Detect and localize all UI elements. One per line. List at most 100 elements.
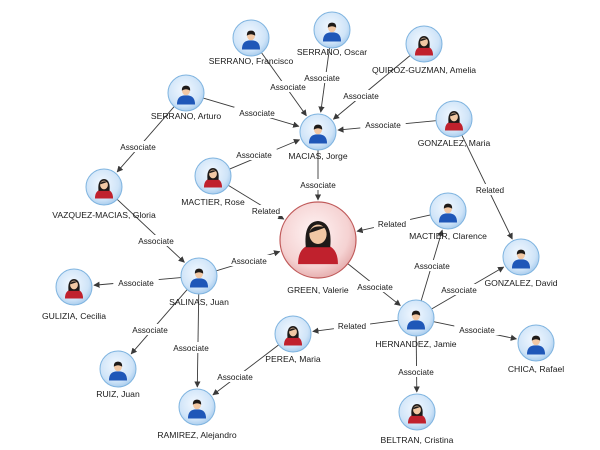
edge-perea-maria-to-ramirez-alejandro (212, 344, 279, 396)
edge-label-salinas-juan-to-ramirez-alejandro: Associate (168, 342, 214, 353)
person-hair (327, 22, 337, 28)
edge-label-text: Related (476, 186, 505, 195)
node-chica-rafael[interactable]: CHICA, Rafael (508, 324, 564, 374)
node-hernandez-jamie[interactable]: HERNANDEZ, Jamie (375, 299, 457, 349)
edge-label-text: Associate (441, 286, 477, 295)
edge-label-text: Associate (236, 151, 272, 160)
person-body (64, 289, 84, 299)
node-gulizia-cecilia[interactable]: GULIZIA, Cecilia (42, 268, 106, 321)
node-macias-jorge[interactable]: MACIAS, Jorge (288, 113, 348, 161)
edge-label-hernandez-jamie-to-beltran-cristina: Associate (393, 366, 439, 377)
edge-label-gonzalez-maria-to-gonzalez-david: Related (471, 184, 509, 195)
node-label-chica-rafael: CHICA, Rafael (508, 364, 564, 374)
edge-label-text: Associate (118, 279, 154, 288)
node-label-ramirez-alejandro: RAMIREZ, Alejandro (157, 430, 237, 440)
node-label-serrano-arturo: SERRANO, Arturo (151, 111, 221, 121)
edge-salinas-juan-to-ruiz-juan (130, 289, 188, 355)
node-label-beltran-cristina: BELTRAN, Cristina (381, 435, 454, 445)
edge-label-green-valerie-to-hernandez-jamie: Associate (352, 281, 398, 292)
node-mactier-clarence[interactable]: MACTIER, Clarence (409, 192, 487, 241)
edge-label-serrano-oscar-to-macias-jorge: Associate (299, 72, 345, 83)
edge-label-salinas-juan-to-ruiz-juan: Associate (127, 324, 173, 335)
edge-label-hernandez-jamie-to-gonzalez-david: Associate (436, 284, 482, 295)
node-label-salinas-juan: SALINAS, Juan (169, 297, 229, 307)
edge-label-hernandez-jamie-to-mactier-clarence: Associate (409, 260, 455, 271)
node-gonzalez-maria[interactable]: GONZALEZ, Maria (418, 100, 491, 148)
edge-quiroz-guzman-amelia-to-macias-jorge (332, 55, 411, 120)
edge-label-text: Associate (304, 74, 340, 83)
node-label-green-valerie: GREEN, Valerie (287, 285, 349, 295)
edge-label-gonzalez-maria-to-macias-jorge: Associate (360, 119, 406, 130)
person-body (189, 278, 209, 288)
edge-vazquez-macias-gloria-to-salinas-juan (116, 198, 185, 263)
person-body (176, 95, 196, 105)
edge-label-mactier-rose-to-macias-jorge: Associate (231, 149, 277, 160)
node-label-perea-maria: PEREA, Maria (265, 354, 321, 364)
edge-label-text: Associate (270, 83, 306, 92)
node-green-valerie[interactable]: GREEN, Valerie (279, 201, 357, 295)
edge-label-vazquez-macias-gloria-to-salinas-juan: Associate (133, 235, 179, 246)
edge-label-text: Associate (138, 237, 174, 246)
edge-label-text: Associate (231, 257, 267, 266)
person-body (444, 121, 464, 131)
edge-label-mactier-rose-to-green-valerie: Related (247, 205, 285, 216)
edge-serrano-arturo-to-vazquez-macias-gloria (116, 106, 175, 173)
edge-label-text: Related (338, 322, 367, 331)
edge-label-hernandez-jamie-to-chica-rafael: Associate (454, 324, 500, 335)
person-body (187, 409, 207, 419)
person-hair (192, 399, 202, 405)
person-hair (113, 361, 123, 367)
node-label-mactier-clarence: MACTIER, Clarence (409, 231, 487, 241)
person-body (298, 244, 338, 265)
person-body (407, 414, 427, 424)
node-serrano-oscar[interactable]: SERRANO, Oscar (297, 11, 367, 57)
edge-label-text: Associate (217, 373, 253, 382)
person-body (526, 345, 546, 355)
person-hair (194, 268, 204, 274)
person-hair (516, 249, 526, 255)
edge-label-text: Associate (459, 326, 495, 335)
node-vazquez-macias-gloria[interactable]: VAZQUEZ-MACIAS, Gloria (52, 168, 156, 220)
node-label-serrano-oscar: SERRANO, Oscar (297, 47, 367, 57)
node-perea-maria[interactable]: PEREA, Maria (265, 315, 321, 364)
node-label-vazquez-macias-gloria: VAZQUEZ-MACIAS, Gloria (52, 210, 156, 220)
edge-label-salinas-juan-to-gulizia-cecilia: Associate (113, 277, 159, 288)
node-label-mactier-rose: MACTIER, Rose (181, 197, 245, 207)
person-hair (411, 310, 421, 316)
node-serrano-arturo[interactable]: SERRANO, Arturo (151, 74, 221, 121)
edge-label-text: Related (252, 207, 281, 216)
node-mactier-rose[interactable]: MACTIER, Rose (181, 157, 245, 207)
person-body (511, 259, 531, 269)
node-label-hernandez-jamie: HERNANDEZ, Jamie (375, 339, 456, 349)
person-body (203, 178, 223, 188)
node-gonzalez-david[interactable]: GONZALEZ, David (484, 238, 558, 288)
person-hair (313, 124, 323, 130)
node-ramirez-alejandro[interactable]: RAMIREZ, Alejandro (157, 388, 237, 440)
person-body (108, 371, 128, 381)
edge-label-text: Associate (173, 344, 209, 353)
person-hair (181, 85, 191, 91)
node-quiroz-guzman-amelia[interactable]: QUIROZ-GUZMAN, Amelia (372, 25, 476, 75)
node-salinas-juan[interactable]: SALINAS, Juan (169, 257, 229, 307)
person-body (283, 336, 303, 346)
node-serrano-francisco[interactable]: SERRANO, Francisco (209, 19, 294, 66)
node-label-gonzalez-maria: GONZALEZ, Maria (418, 138, 491, 148)
node-ruiz-juan[interactable]: RUIZ, Juan (96, 350, 140, 399)
edge-label-text: Associate (365, 121, 401, 130)
edge-label-serrano-arturo-to-macias-jorge: Associate (234, 107, 280, 118)
edge-label-text: Associate (414, 262, 450, 271)
node-beltran-cristina[interactable]: BELTRAN, Cristina (381, 393, 454, 445)
person-hair (443, 203, 453, 209)
node-label-gonzalez-david: GONZALEZ, David (484, 278, 557, 288)
edge-label-text: Associate (239, 109, 275, 118)
edge-label-macias-jorge-to-green-valerie: Associate (295, 179, 341, 190)
edge-label-text: Related (378, 220, 407, 229)
node-label-gulizia-cecilia: GULIZIA, Cecilia (42, 311, 106, 321)
person-body (308, 134, 328, 144)
edge-labels-layer: AssociateAssociateAssociateAssociateAsso… (113, 72, 509, 382)
person-body (406, 320, 426, 330)
edge-label-hernandez-jamie-to-perea-maria: Related (333, 320, 371, 331)
edge-label-quiroz-guzman-amelia-to-macias-jorge: Associate (338, 90, 384, 101)
node-label-quiroz-guzman-amelia: QUIROZ-GUZMAN, Amelia (372, 65, 476, 75)
